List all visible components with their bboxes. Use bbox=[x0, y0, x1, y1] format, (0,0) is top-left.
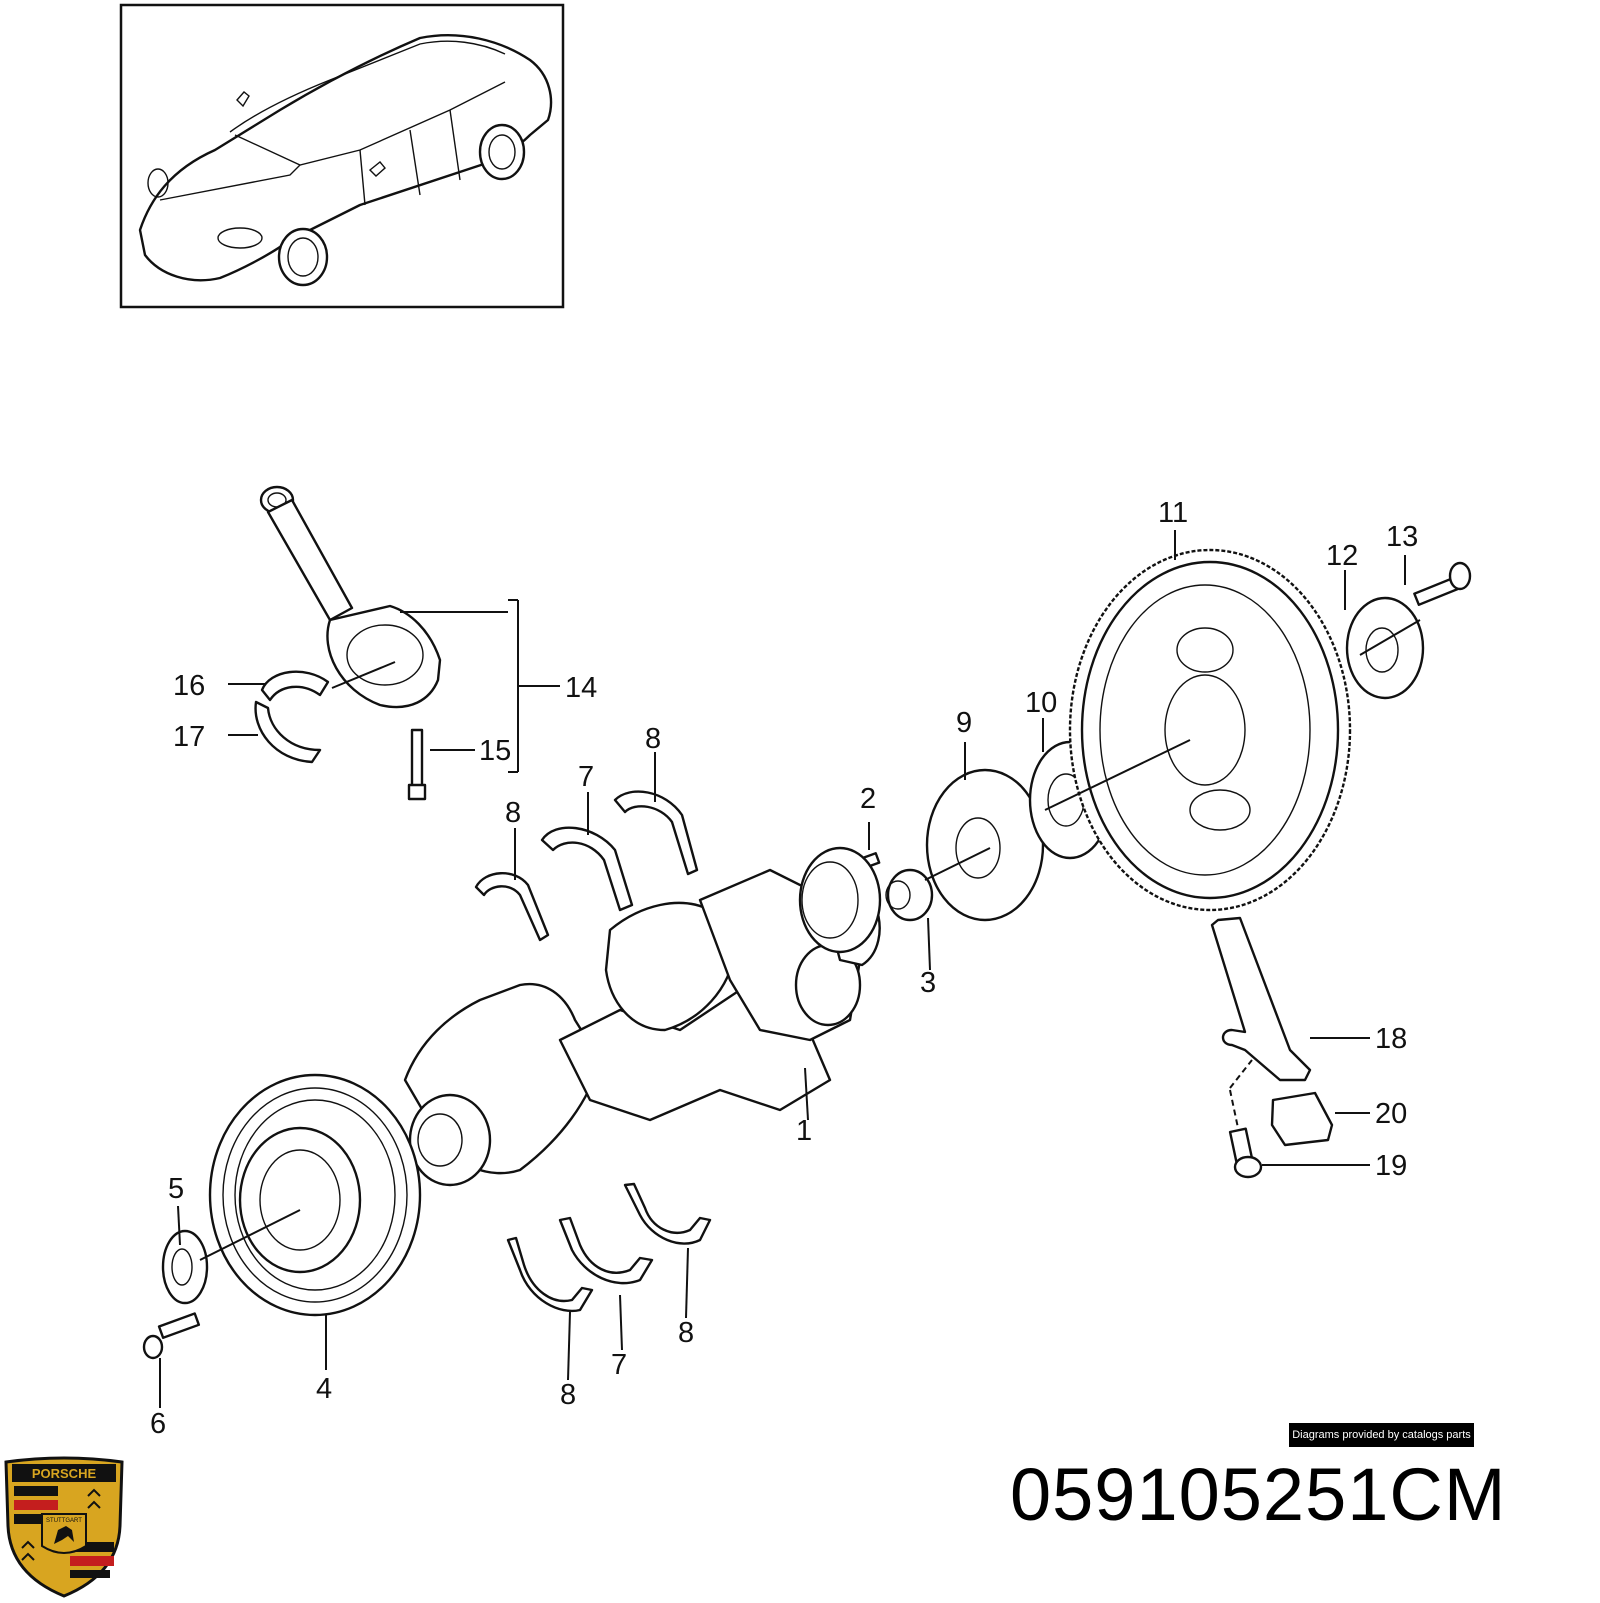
callout-6: 6 bbox=[150, 1408, 166, 1440]
crest-wordmark: PORSCHE bbox=[32, 1466, 97, 1481]
crank-pulley bbox=[208, 1073, 422, 1317]
callout-8-upper-right: 8 bbox=[645, 723, 661, 755]
callout-14: 14 bbox=[565, 672, 597, 704]
sensor-bolt bbox=[1228, 1127, 1263, 1179]
callout-8-lower-right: 8 bbox=[678, 1317, 694, 1349]
callout-19: 19 bbox=[1375, 1150, 1407, 1182]
drive-plate bbox=[1068, 548, 1352, 912]
main-bearing-shells-upper bbox=[474, 790, 699, 942]
sensor-clip bbox=[1270, 1091, 1334, 1147]
callout-3: 3 bbox=[920, 967, 936, 999]
callout-12: 12 bbox=[1326, 540, 1358, 572]
callout-9: 9 bbox=[956, 707, 972, 739]
callout-7-lower: 7 bbox=[611, 1349, 627, 1381]
flywheel-washer bbox=[1345, 596, 1425, 700]
callout-11: 11 bbox=[1158, 497, 1188, 529]
callout-13: 13 bbox=[1386, 521, 1418, 553]
callout-18: 18 bbox=[1375, 1023, 1407, 1055]
vehicle-thumbnail bbox=[119, 3, 565, 309]
callout-10: 10 bbox=[1025, 687, 1057, 719]
speed-sensor bbox=[1210, 916, 1312, 1082]
callout-20: 20 bbox=[1375, 1098, 1407, 1130]
callout-5: 5 bbox=[168, 1173, 184, 1205]
callout-4: 4 bbox=[316, 1373, 332, 1405]
part-number: 059105251CM bbox=[1010, 1453, 1507, 1536]
callout-17: 17 bbox=[173, 721, 205, 753]
callout-numbers: 1 2 3 4 5 6 7 7 8 8 8 8 9 10 11 12 13 14… bbox=[150, 497, 1418, 1440]
callout-16: 16 bbox=[173, 670, 205, 702]
main-bearing-shells-lower bbox=[506, 1182, 712, 1313]
callout-1: 1 bbox=[796, 1115, 812, 1147]
pulley-bolt bbox=[142, 1312, 201, 1360]
diagram-credit: Diagrams provided by catalogs parts bbox=[1289, 1423, 1474, 1447]
callout-8-upper-left: 8 bbox=[505, 797, 521, 829]
pilot-bush bbox=[885, 868, 934, 922]
callout-15: 15 bbox=[479, 735, 511, 767]
rod-bearing-shells bbox=[254, 670, 330, 764]
callout-2: 2 bbox=[860, 783, 876, 815]
spacer-disc bbox=[925, 768, 1045, 922]
callout-8-lower-left: 8 bbox=[560, 1379, 576, 1411]
crank-sprocket bbox=[798, 846, 882, 954]
crest-city: STUTTGART bbox=[46, 1518, 82, 1524]
flywheel-bolt bbox=[1413, 561, 1472, 607]
porsche-crest-logo: PORSCHE STUTTGART bbox=[2, 1456, 126, 1598]
leader-lines bbox=[159, 530, 1421, 1408]
pulley-washer bbox=[161, 1229, 209, 1305]
callout-7-upper: 7 bbox=[578, 761, 594, 793]
connecting-rod bbox=[259, 485, 442, 801]
